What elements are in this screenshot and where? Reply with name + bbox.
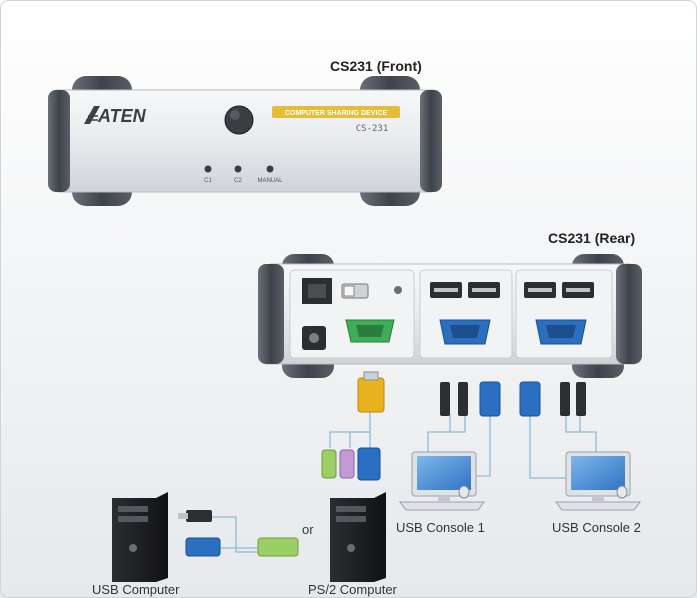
- console-1: [399, 451, 485, 511]
- console-2: [555, 451, 641, 511]
- front-right-bumper: [420, 90, 442, 192]
- usb-computer-vga-plug: [185, 537, 221, 557]
- front-model-text: CS-231: [356, 124, 389, 134]
- ps2-purple-plug: [339, 449, 355, 479]
- yellow-vga-plug: [357, 377, 385, 413]
- front-select-button: [224, 105, 254, 135]
- rear-unit: [258, 254, 642, 378]
- rear-led: [394, 286, 402, 294]
- usb-plug-console2-a: [560, 382, 570, 416]
- led-c1: [204, 165, 212, 173]
- caption-or: or: [302, 522, 314, 537]
- console1-keyboard: [399, 501, 485, 511]
- front-left-bumper: [48, 90, 70, 192]
- connector-group-device: [321, 371, 385, 481]
- front-brand-text: ATEN: [97, 106, 147, 126]
- rear-right-bumper: [616, 264, 642, 364]
- usb-plug-console1-b: [458, 382, 468, 416]
- front-banner: [272, 106, 400, 118]
- console2-screen: [571, 456, 625, 490]
- caption-console2: USB Console 2: [552, 520, 641, 535]
- led-label-c2: C2: [234, 178, 242, 184]
- connector-group-console1: [440, 381, 501, 417]
- cable-console1-usb: [427, 414, 466, 456]
- cable-console2-vga: [529, 414, 566, 479]
- vga-plug-console2: [519, 381, 541, 417]
- ps2-green-plug: [321, 449, 337, 479]
- aten-logo: [84, 106, 100, 124]
- caption-ps2-computer: PS/2 Computer: [308, 582, 397, 597]
- console1-mouse: [458, 485, 470, 499]
- front-unit: ATEN COMPUTER SHARING DEVICE CS-231 C1 C…: [48, 76, 442, 206]
- usb-computer-tower: [112, 492, 168, 582]
- led-label-c1: C1: [204, 178, 212, 184]
- usb-computer-usb-plug: [186, 510, 212, 522]
- led-label-manual: MANUAL: [257, 178, 283, 184]
- console2-keyboard: [555, 501, 641, 511]
- cable-usb-computer: [212, 516, 258, 553]
- caption-usb-computer: USB Computer: [92, 582, 180, 597]
- led-c2: [234, 165, 242, 173]
- caption-console1: USB Console 1: [396, 520, 485, 535]
- usb-plug-console2-b: [576, 382, 586, 416]
- front-title: CS231 (Front): [330, 58, 422, 74]
- connector-group-console2: [519, 381, 586, 417]
- led-manual: [266, 165, 274, 173]
- usb-plug-console1-a: [440, 382, 450, 416]
- console2-mouse: [616, 485, 628, 499]
- rear-left-bumper: [258, 264, 284, 364]
- rear-title: CS231 (Rear): [548, 230, 636, 246]
- vga-plug-console1: [479, 381, 501, 417]
- usb-computer-green-vga-plug: [257, 537, 299, 557]
- usb-computer: [112, 492, 299, 582]
- blue-vga-plug-ps2: [357, 447, 381, 481]
- ps2-computer: [330, 492, 386, 582]
- ps2-computer-tower: [330, 492, 386, 582]
- console1-screen: [417, 456, 471, 490]
- front-banner-text: COMPUTER SHARING DEVICE: [285, 110, 388, 117]
- cable-ps2-split-mid: [349, 431, 370, 448]
- cable-console2-usb: [565, 414, 597, 456]
